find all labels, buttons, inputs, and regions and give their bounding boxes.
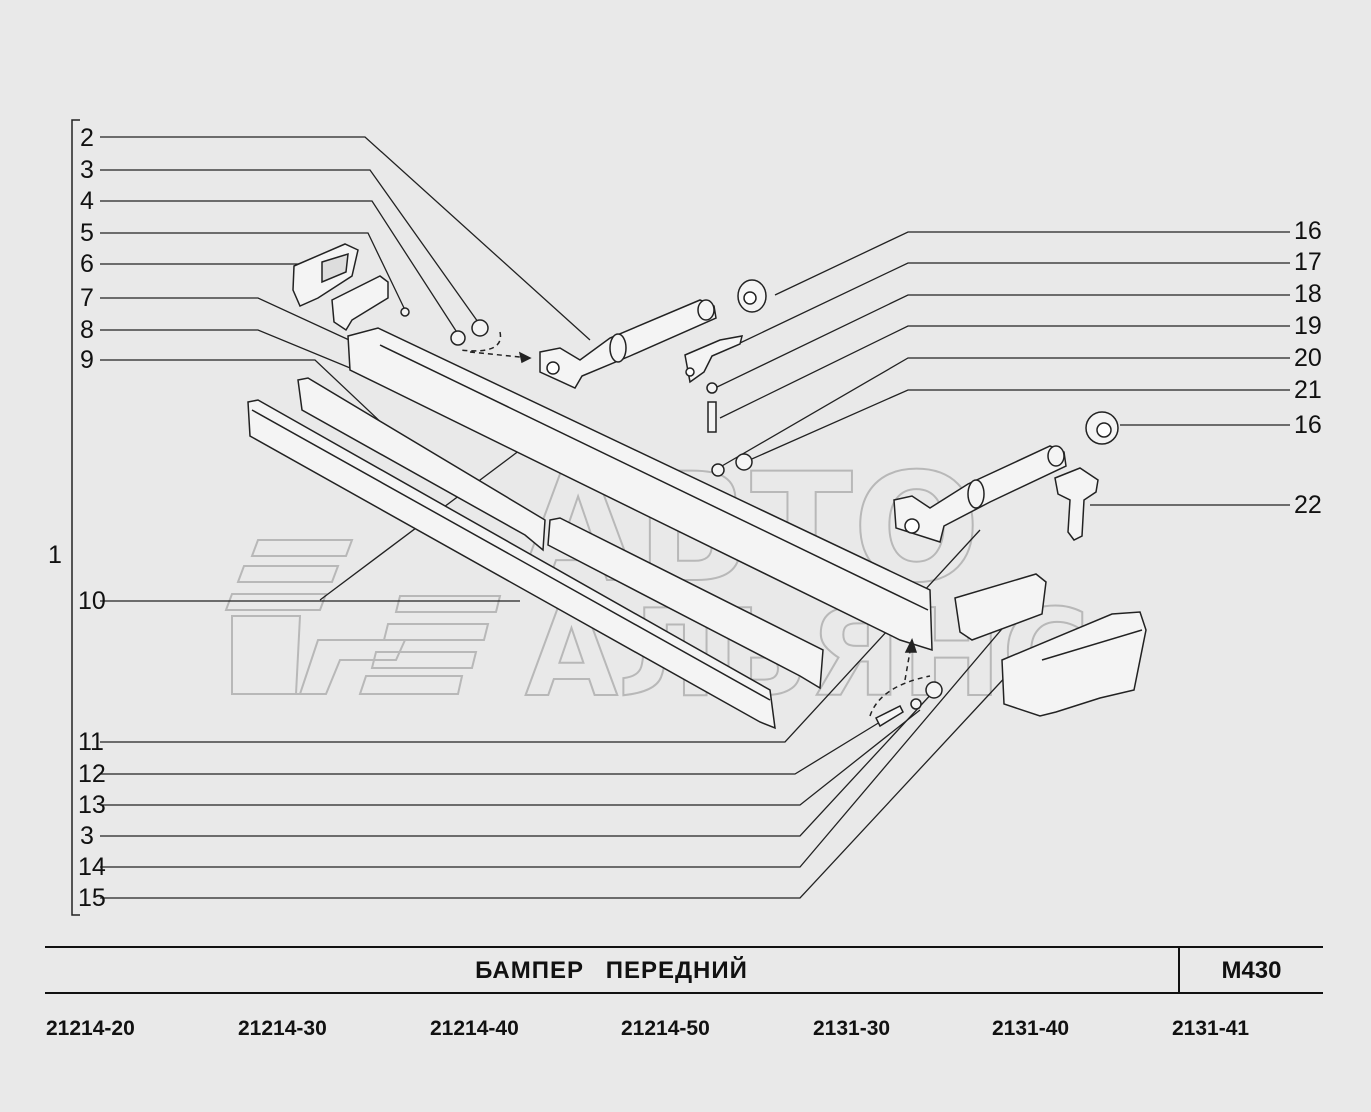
callout-label: 7	[80, 284, 94, 312]
bracket-right-upper	[684, 335, 744, 384]
callout-label: 8	[80, 316, 94, 344]
group-label: 1	[48, 541, 62, 569]
title-divider	[1178, 948, 1180, 992]
page-title: БАМПЕР ПЕРЕДНИЙ	[475, 957, 748, 984]
callout-label: 14	[78, 853, 106, 881]
callout-label: 21	[1294, 376, 1322, 404]
callout-label: 22	[1294, 491, 1322, 519]
bolt-lower	[874, 704, 904, 728]
screw	[400, 307, 410, 317]
bracket-right	[1054, 467, 1099, 541]
washer-upper	[706, 382, 718, 394]
callout-label: 16	[1294, 411, 1322, 439]
bumper-strip-upper	[297, 377, 546, 552]
callout-label: 12	[78, 760, 106, 788]
assembly-arrow	[459, 331, 502, 352]
bracket-lower	[954, 573, 1047, 641]
model-item: 2131-30	[813, 1017, 891, 1040]
callout-label: 15	[78, 884, 106, 912]
bolt-upper	[707, 401, 717, 433]
callout-label: 11	[78, 728, 104, 756]
callout-label: 3	[80, 156, 94, 184]
washer-lower	[910, 698, 922, 710]
callout-label: 5	[80, 219, 94, 247]
nut-upper-b	[735, 453, 753, 471]
callout-label: 4	[80, 187, 94, 215]
bracket-left	[331, 275, 389, 332]
callout-label: 17	[1294, 248, 1322, 276]
leader-lines	[100, 136, 1290, 899]
model-list: 21214-20 21214-30 21214-40 21214-50 2131…	[0, 1017, 1371, 1047]
model-item: 2131-40	[992, 1017, 1070, 1040]
watermark-logo	[224, 539, 502, 695]
bumper-parts	[247, 243, 1147, 730]
callout-label: 6	[80, 250, 94, 278]
callout-label: 3	[80, 822, 94, 850]
model-item: 21214-20	[46, 1017, 135, 1040]
callout-label: 2	[80, 124, 94, 152]
bumper-beam	[347, 327, 933, 652]
diagram-code: М430	[1221, 957, 1282, 984]
bumper-strip-lower	[547, 517, 824, 690]
nut-upper-a	[711, 463, 725, 477]
model-item: 21214-50	[621, 1017, 710, 1040]
model-item: 2131-41	[1172, 1017, 1250, 1040]
nut	[471, 319, 489, 337]
model-item: 21214-30	[238, 1017, 327, 1040]
callout-label: 19	[1294, 312, 1322, 340]
nut-lower	[925, 681, 943, 699]
title-bar: БАМПЕР ПЕРЕДНИЙ М430	[45, 946, 1323, 994]
callout-label: 20	[1294, 344, 1322, 372]
end-cap-right	[1001, 611, 1147, 717]
group-bracket	[71, 119, 80, 916]
model-item: 21214-40	[430, 1017, 519, 1040]
callout-label: 18	[1294, 280, 1322, 308]
callout-label: 9	[80, 346, 94, 374]
callout-label: 10	[78, 587, 106, 615]
callout-label: 13	[78, 791, 106, 819]
callout-label: 16	[1294, 217, 1322, 245]
washer	[450, 330, 466, 346]
assembly-arrow-lower	[869, 675, 931, 717]
mounting-tube-left	[539, 299, 717, 389]
